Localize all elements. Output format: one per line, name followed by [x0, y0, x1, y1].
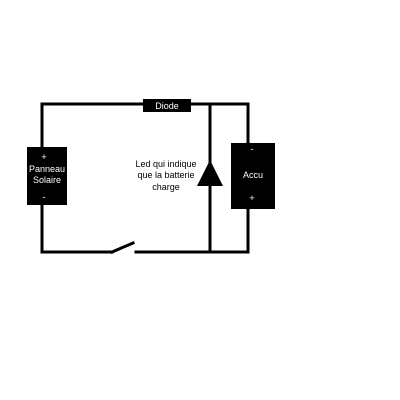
- diode-block: [143, 99, 191, 112]
- led-symbol: [197, 160, 223, 186]
- battery-plus: +: [249, 193, 254, 203]
- solar-panel-plus: +: [41, 152, 46, 162]
- solar-panel-minus: -: [43, 192, 46, 202]
- battery-minus: -: [251, 144, 254, 154]
- battery-label: Accu: [243, 170, 263, 180]
- solar-panel-block: [27, 147, 67, 205]
- led-caption-line2: que la batterie: [137, 170, 194, 180]
- solar-panel-label-line2: Solaire: [33, 175, 61, 185]
- battery-block: [231, 143, 275, 209]
- led-caption-line1: Led qui indique: [135, 159, 196, 169]
- solar-panel-label-line1: Panneau: [29, 164, 65, 174]
- led-caption-line3: charge: [152, 182, 180, 192]
- switch-lever: [110, 241, 135, 254]
- diode-label: Diode: [155, 101, 179, 111]
